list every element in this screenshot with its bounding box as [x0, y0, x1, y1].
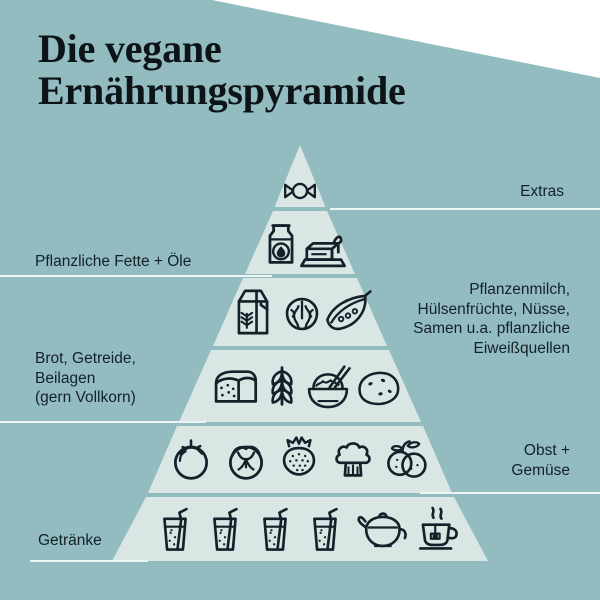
label-fats-oils: Pflanzliche Fette + Öle — [35, 253, 192, 270]
label-plant-protein: Pflanzenmilch, Hülsenfrüchte, Nüsse, Sam… — [413, 281, 570, 357]
label-grains: Brot, Getreide, Beilagen (gern Vollkorn) — [35, 350, 136, 407]
title-line-2: Ernährungspyramide — [38, 68, 406, 114]
pyramid-tier-extras[interactable] — [274, 145, 326, 207]
label-extras: Extras — [520, 183, 564, 200]
pyramid-tier-grains[interactable] — [179, 350, 421, 422]
pyramid-tier-plant-protein[interactable] — [213, 278, 387, 346]
pyramid-tier-fats-oils[interactable] — [245, 211, 355, 274]
page-title: Die vegane Ernährungspyramide — [38, 26, 558, 114]
rule-grains — [0, 421, 206, 423]
rule-fats-oils — [0, 275, 272, 277]
title-line-1: Die vegane — [38, 26, 222, 71]
label-drinks: Getränke — [38, 532, 102, 549]
pyramid-tier-fruit-vegetables[interactable] — [148, 426, 452, 493]
rule-fruit-veg — [420, 492, 600, 494]
pyramid-tier-drinks[interactable] — [112, 497, 488, 561]
rule-extras — [330, 208, 600, 210]
rule-drinks — [30, 560, 148, 562]
label-fruit-vegetables: Obst + Gemüse — [511, 442, 570, 479]
